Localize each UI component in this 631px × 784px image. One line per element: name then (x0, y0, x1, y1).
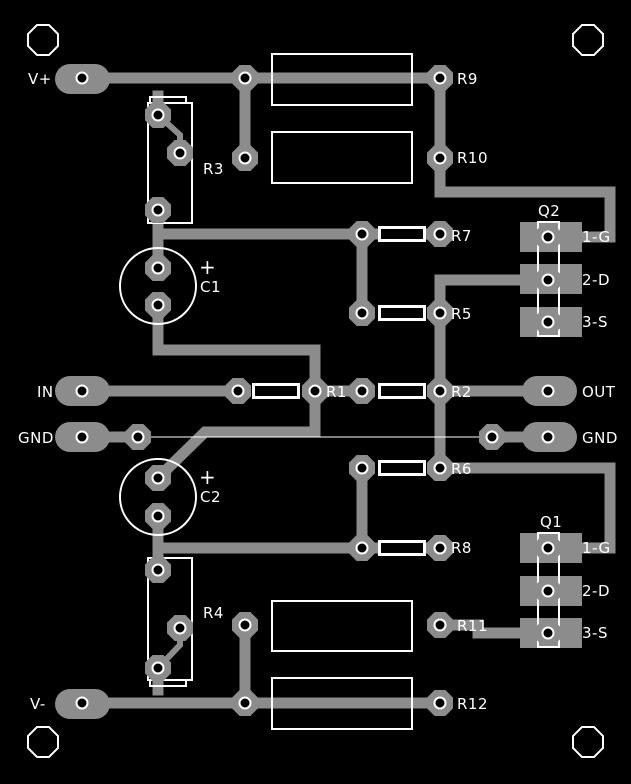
label-gnd-right: GND (582, 429, 618, 447)
label-r2: R2 (451, 383, 472, 401)
r3-tab (149, 96, 187, 104)
pad-hole-r12-b (433, 696, 447, 710)
label-r5: R5 (451, 305, 472, 323)
pad-hole-q2-3 (541, 315, 555, 329)
pad-hole-c1-2 (151, 298, 165, 312)
pad-hole-r4-2 (173, 621, 187, 635)
label-r8: R8 (451, 539, 472, 557)
pad-hole-r10-b (433, 151, 447, 165)
r9-outline (271, 53, 413, 106)
pad-hole-r3-2 (173, 146, 187, 160)
pad-hole-q2-1 (541, 230, 555, 244)
pad-hole-r9-b (433, 71, 447, 85)
pad-hole-r8-b (433, 541, 447, 555)
pad-hole-gnd-via-left (131, 430, 145, 444)
label-q1-pin1: 1-G (582, 539, 611, 557)
pad-hole-r12-a (238, 696, 252, 710)
label-c2: C2 (200, 488, 221, 506)
pad-hole-gnd-via-right (485, 430, 499, 444)
c1-outline (119, 247, 197, 325)
pad-hole-r4-1 (151, 563, 165, 577)
mount-hole-top-left (27, 24, 59, 56)
mount-hole-bottom-right (572, 726, 604, 758)
pad-hole-r9-a (238, 71, 252, 85)
pad-hole-in (75, 384, 89, 398)
pad-hole-r3-1 (151, 108, 165, 122)
pad-hole-r6-a (355, 461, 369, 475)
mount-hole-top-right (572, 24, 604, 56)
label-c1-plus: + (199, 255, 216, 279)
pad-hole-r8-a (355, 541, 369, 555)
label-r1: R1 (326, 383, 347, 401)
label-v-plus: V+ (28, 70, 52, 88)
pad-hole-r6-b (433, 461, 447, 475)
pad-hole-r11-b (433, 618, 447, 632)
pad-hole-r1-a (231, 384, 245, 398)
label-r9: R9 (457, 70, 478, 88)
label-q2: Q2 (538, 202, 560, 220)
pad-hole-vplus (75, 71, 89, 85)
pad-hole-r2-a (355, 384, 369, 398)
trace-r11-q1 (434, 619, 526, 639)
pad-hole-gnd-left (75, 430, 89, 444)
label-in: IN (37, 383, 54, 401)
trace-q2-drain-vertical (434, 274, 554, 474)
r12-outline (271, 677, 413, 730)
pad-hole-r3-3 (151, 203, 165, 217)
pad-hole-r11-a (238, 618, 252, 632)
label-q2-pin1: 1-G (582, 228, 611, 246)
label-out: OUT (582, 383, 616, 401)
label-r3: R3 (203, 160, 224, 178)
label-c2-plus: + (199, 465, 216, 489)
label-q2-pin3: 3-S (582, 313, 608, 331)
r11-outline (271, 600, 413, 652)
pad-hole-r5-b (433, 306, 447, 320)
r10-outline (271, 131, 413, 184)
mount-hole-bottom-left (27, 726, 59, 758)
pad-hole-r1-b (308, 384, 322, 398)
c2-outline (119, 458, 197, 536)
pad-hole-q1-1 (541, 541, 555, 555)
pad-hole-r10-a (238, 151, 252, 165)
trace-r6-q1 (434, 462, 616, 554)
label-q1: Q1 (540, 513, 562, 531)
label-r4: R4 (203, 604, 224, 622)
component-pads (69, 65, 561, 716)
pad-hole-c2-1 (151, 471, 165, 485)
pad-hole-r2-b (433, 384, 447, 398)
pad-hole-r5-a (355, 306, 369, 320)
mounting-holes (27, 24, 604, 758)
label-r11: R11 (457, 617, 488, 635)
r4-tab (149, 679, 187, 687)
pad-hole-q1-3 (541, 626, 555, 640)
pad-hole-q2-2 (541, 273, 555, 287)
label-r7: R7 (451, 227, 472, 245)
label-r10: R10 (457, 149, 488, 167)
terminal-pads (55, 64, 582, 719)
label-q1-pin3: 3-S (582, 624, 608, 642)
pad-hole-vminus (75, 696, 89, 710)
labels: V+ IN GND V- OUT GND R9 R10 R3 R7 R5 R1 … (18, 70, 618, 713)
pad-hole-out (541, 384, 555, 398)
pad-hole-q1-2 (541, 584, 555, 598)
label-gnd-left: GND (18, 429, 54, 447)
pad-hole-r7-b (433, 227, 447, 241)
label-c1: C1 (200, 278, 221, 296)
pad-hole-r7-a (355, 227, 369, 241)
pad-hole-r4-3 (151, 661, 165, 675)
label-q1-pin2: 2-D (582, 582, 610, 600)
label-q2-pin2: 2-D (582, 271, 610, 289)
pad-hole-c1-1 (151, 261, 165, 275)
label-r12: R12 (457, 695, 488, 713)
label-v-minus: V- (30, 695, 46, 713)
pad-hole-gnd-right (541, 430, 555, 444)
silkscreen (119, 53, 560, 730)
label-r6: R6 (451, 460, 472, 478)
pad-hole-c2-2 (151, 509, 165, 523)
